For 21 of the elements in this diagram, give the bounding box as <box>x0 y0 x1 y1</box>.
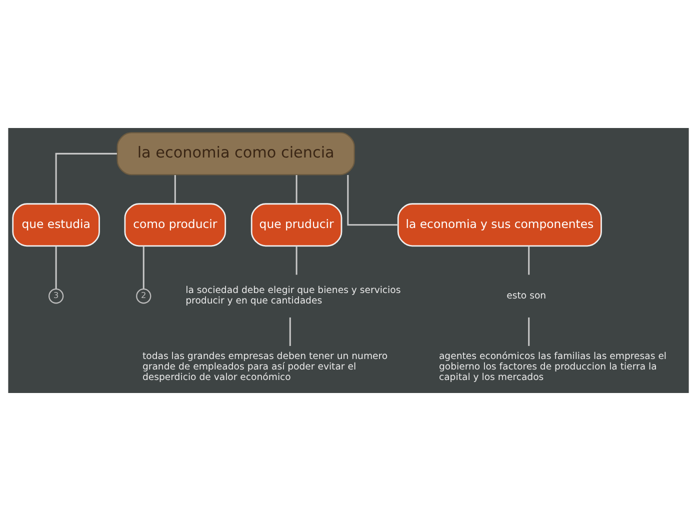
connector <box>296 246 298 274</box>
node-circle: 3 <box>48 288 64 304</box>
connector <box>142 246 144 288</box>
connector <box>528 316 530 346</box>
node-text: todas las grandes empresas deben tener un numero grande de empleados para así poder evitar el desperdicio de valor económico <box>142 350 388 383</box>
node-circle: 2 <box>136 288 152 304</box>
node-text: esto son <box>506 290 546 301</box>
node-box: que estudia <box>12 202 100 246</box>
connector <box>289 316 291 346</box>
connector <box>347 174 398 226</box>
connector <box>296 174 298 204</box>
connector <box>174 174 176 204</box>
node-box: la economia como ciencia <box>116 132 355 175</box>
node-box: la economia y sus componentes <box>397 202 602 246</box>
connector <box>55 246 57 288</box>
node-box: como producir <box>124 202 226 246</box>
node-box: que pruducir <box>250 202 342 246</box>
node-text: agentes económicos las familias las empresas el gobierno los factores de produccion la tierra la capital y los mercados <box>438 350 667 383</box>
node-text: la sociedad debe elegir que bienes y servicios producir y en que cantidades <box>186 284 401 306</box>
connector <box>55 152 117 204</box>
connector <box>528 246 530 274</box>
